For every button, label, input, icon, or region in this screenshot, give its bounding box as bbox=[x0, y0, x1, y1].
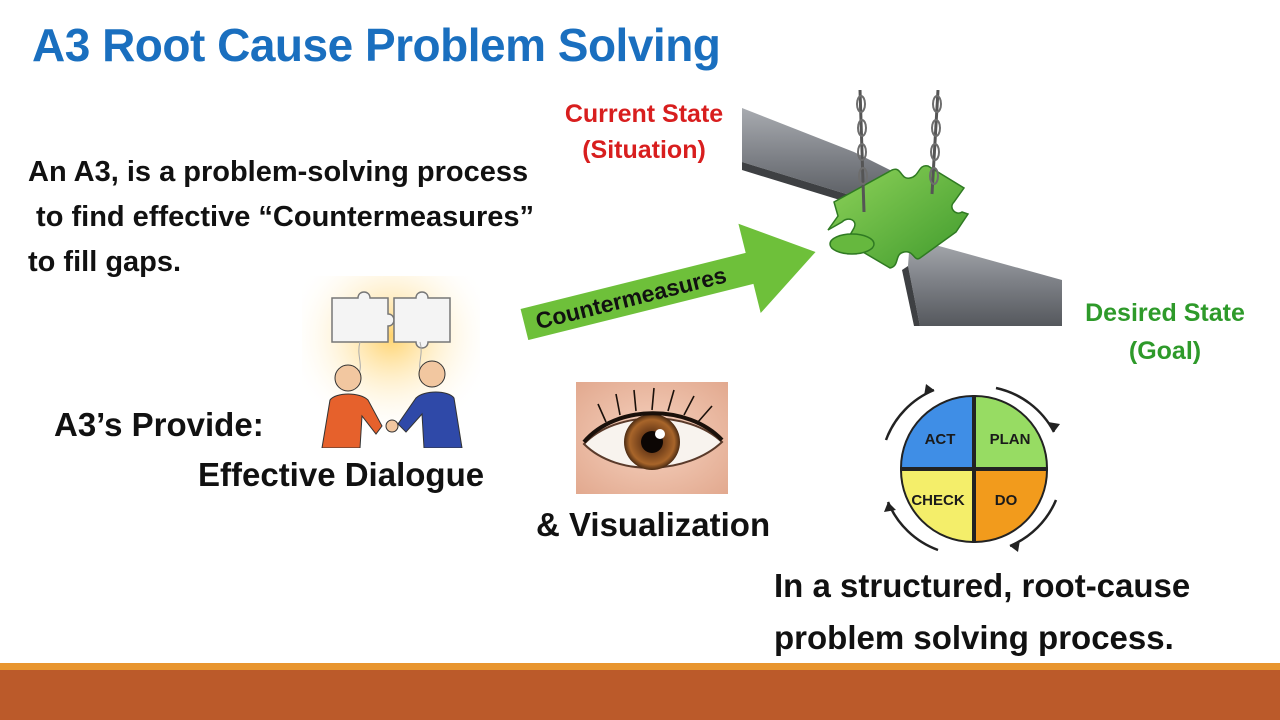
structured-line-1: In a structured, root-cause bbox=[774, 567, 1191, 604]
desired-state-line-2: (Goal) bbox=[1128, 337, 1202, 365]
intro-line-1: An A3, is a problem-solving process bbox=[28, 156, 529, 188]
provide-label: A3’s Provide: bbox=[54, 406, 264, 443]
structured-process-text: In a structured, root-cause problem solv… bbox=[774, 560, 1190, 664]
footer-accent-line bbox=[0, 663, 1280, 670]
eye-image bbox=[576, 382, 728, 494]
intro-line-2: to find effective “Countermeasures” bbox=[28, 201, 534, 233]
current-state-line-1: Current State bbox=[564, 100, 724, 128]
countermeasures-label: Countermeasures bbox=[533, 262, 729, 335]
pdca-plan-quadrant bbox=[974, 394, 1049, 469]
puzzle-bridge-image bbox=[742, 90, 1062, 326]
pdca-plan-label: PLAN bbox=[990, 431, 1031, 448]
pdca-do-label: DO bbox=[995, 492, 1018, 509]
intro-line-3: to fill gaps. bbox=[28, 246, 182, 278]
desired-state-label: Desired State (Goal) bbox=[1076, 294, 1254, 370]
slide-title: A3 Root Cause Problem Solving bbox=[32, 19, 721, 71]
intro-text: An A3, is a problem-solving process to f… bbox=[28, 150, 534, 285]
structured-line-2: problem solving process. bbox=[774, 619, 1174, 656]
current-state-label: Current State (Situation) bbox=[558, 96, 730, 168]
desired-state-line-1: Desired State bbox=[1085, 299, 1245, 327]
pdca-cycle-diagram: ACT PLAN CHECK DO bbox=[884, 384, 1060, 552]
dialogue-label: Effective Dialogue bbox=[198, 456, 485, 493]
pdca-act-label: ACT bbox=[925, 431, 956, 448]
pdca-check-label: CHECK bbox=[911, 492, 965, 509]
pdca-do-quadrant bbox=[974, 469, 1049, 544]
current-state-line-2: (Situation) bbox=[582, 136, 706, 164]
footer-bar bbox=[0, 670, 1280, 720]
countermeasures-arrow: Countermeasures bbox=[520, 223, 816, 340]
visualization-label: & Visualization bbox=[536, 506, 771, 543]
pdca-act-quadrant bbox=[899, 394, 974, 469]
two-people-puzzle-cartoon bbox=[302, 276, 480, 448]
pdca-check-quadrant bbox=[899, 469, 974, 544]
